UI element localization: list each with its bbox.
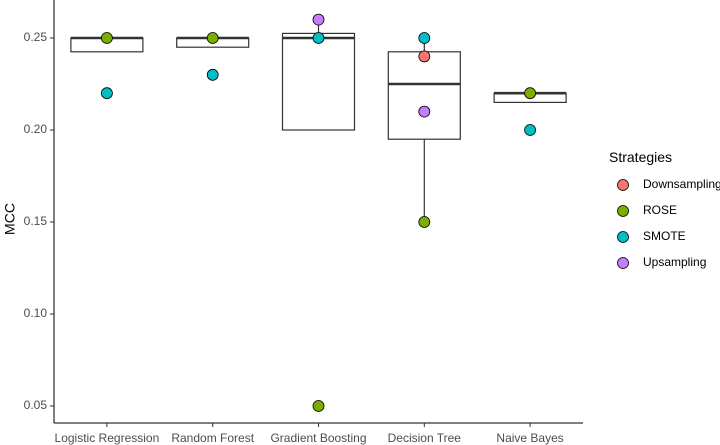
data-point <box>206 32 219 44</box>
legend-entry-label: Upsampling <box>643 255 706 269</box>
data-point <box>312 32 325 44</box>
data-point <box>418 32 431 44</box>
box <box>281 32 356 131</box>
box <box>387 51 461 140</box>
x-tick-label: Random Forest <box>171 431 254 445</box>
x-tick-label: Naive Bayes <box>496 431 563 445</box>
data-point <box>524 124 536 136</box>
data-point <box>418 105 431 118</box>
data-point <box>101 87 113 100</box>
y-tick-label: 0.10 <box>24 306 48 320</box>
legend-entry-label: Downsampling <box>643 177 720 191</box>
y-tick-label: 0.05 <box>24 398 48 412</box>
y-axis-title: MCC <box>2 203 18 235</box>
legend-key <box>617 231 629 243</box>
y-tick-label: 0.25 <box>24 30 48 44</box>
x-tick-label: Decision Tree <box>388 431 462 445</box>
y-tick-label: 0.20 <box>24 122 48 136</box>
data-point <box>312 400 325 412</box>
legend-key <box>617 205 629 217</box>
data-point <box>312 13 325 26</box>
data-point <box>524 87 536 100</box>
legend-entry-label: ROSE <box>643 203 677 217</box>
legend-title: Strategies <box>609 149 672 165</box>
legend-key <box>617 179 629 191</box>
legend-key <box>617 257 629 269</box>
x-tick-label: Logistic Regression <box>55 431 160 445</box>
data-point <box>418 50 431 63</box>
data-point <box>418 216 431 228</box>
data-point <box>206 68 219 81</box>
legend-entry-label: SMOTE <box>643 229 686 243</box>
y-tick-label: 0.15 <box>24 214 48 228</box>
data-point <box>101 32 113 44</box>
plot-area <box>70 13 567 412</box>
x-tick-label: Gradient Boosting <box>270 431 366 445</box>
